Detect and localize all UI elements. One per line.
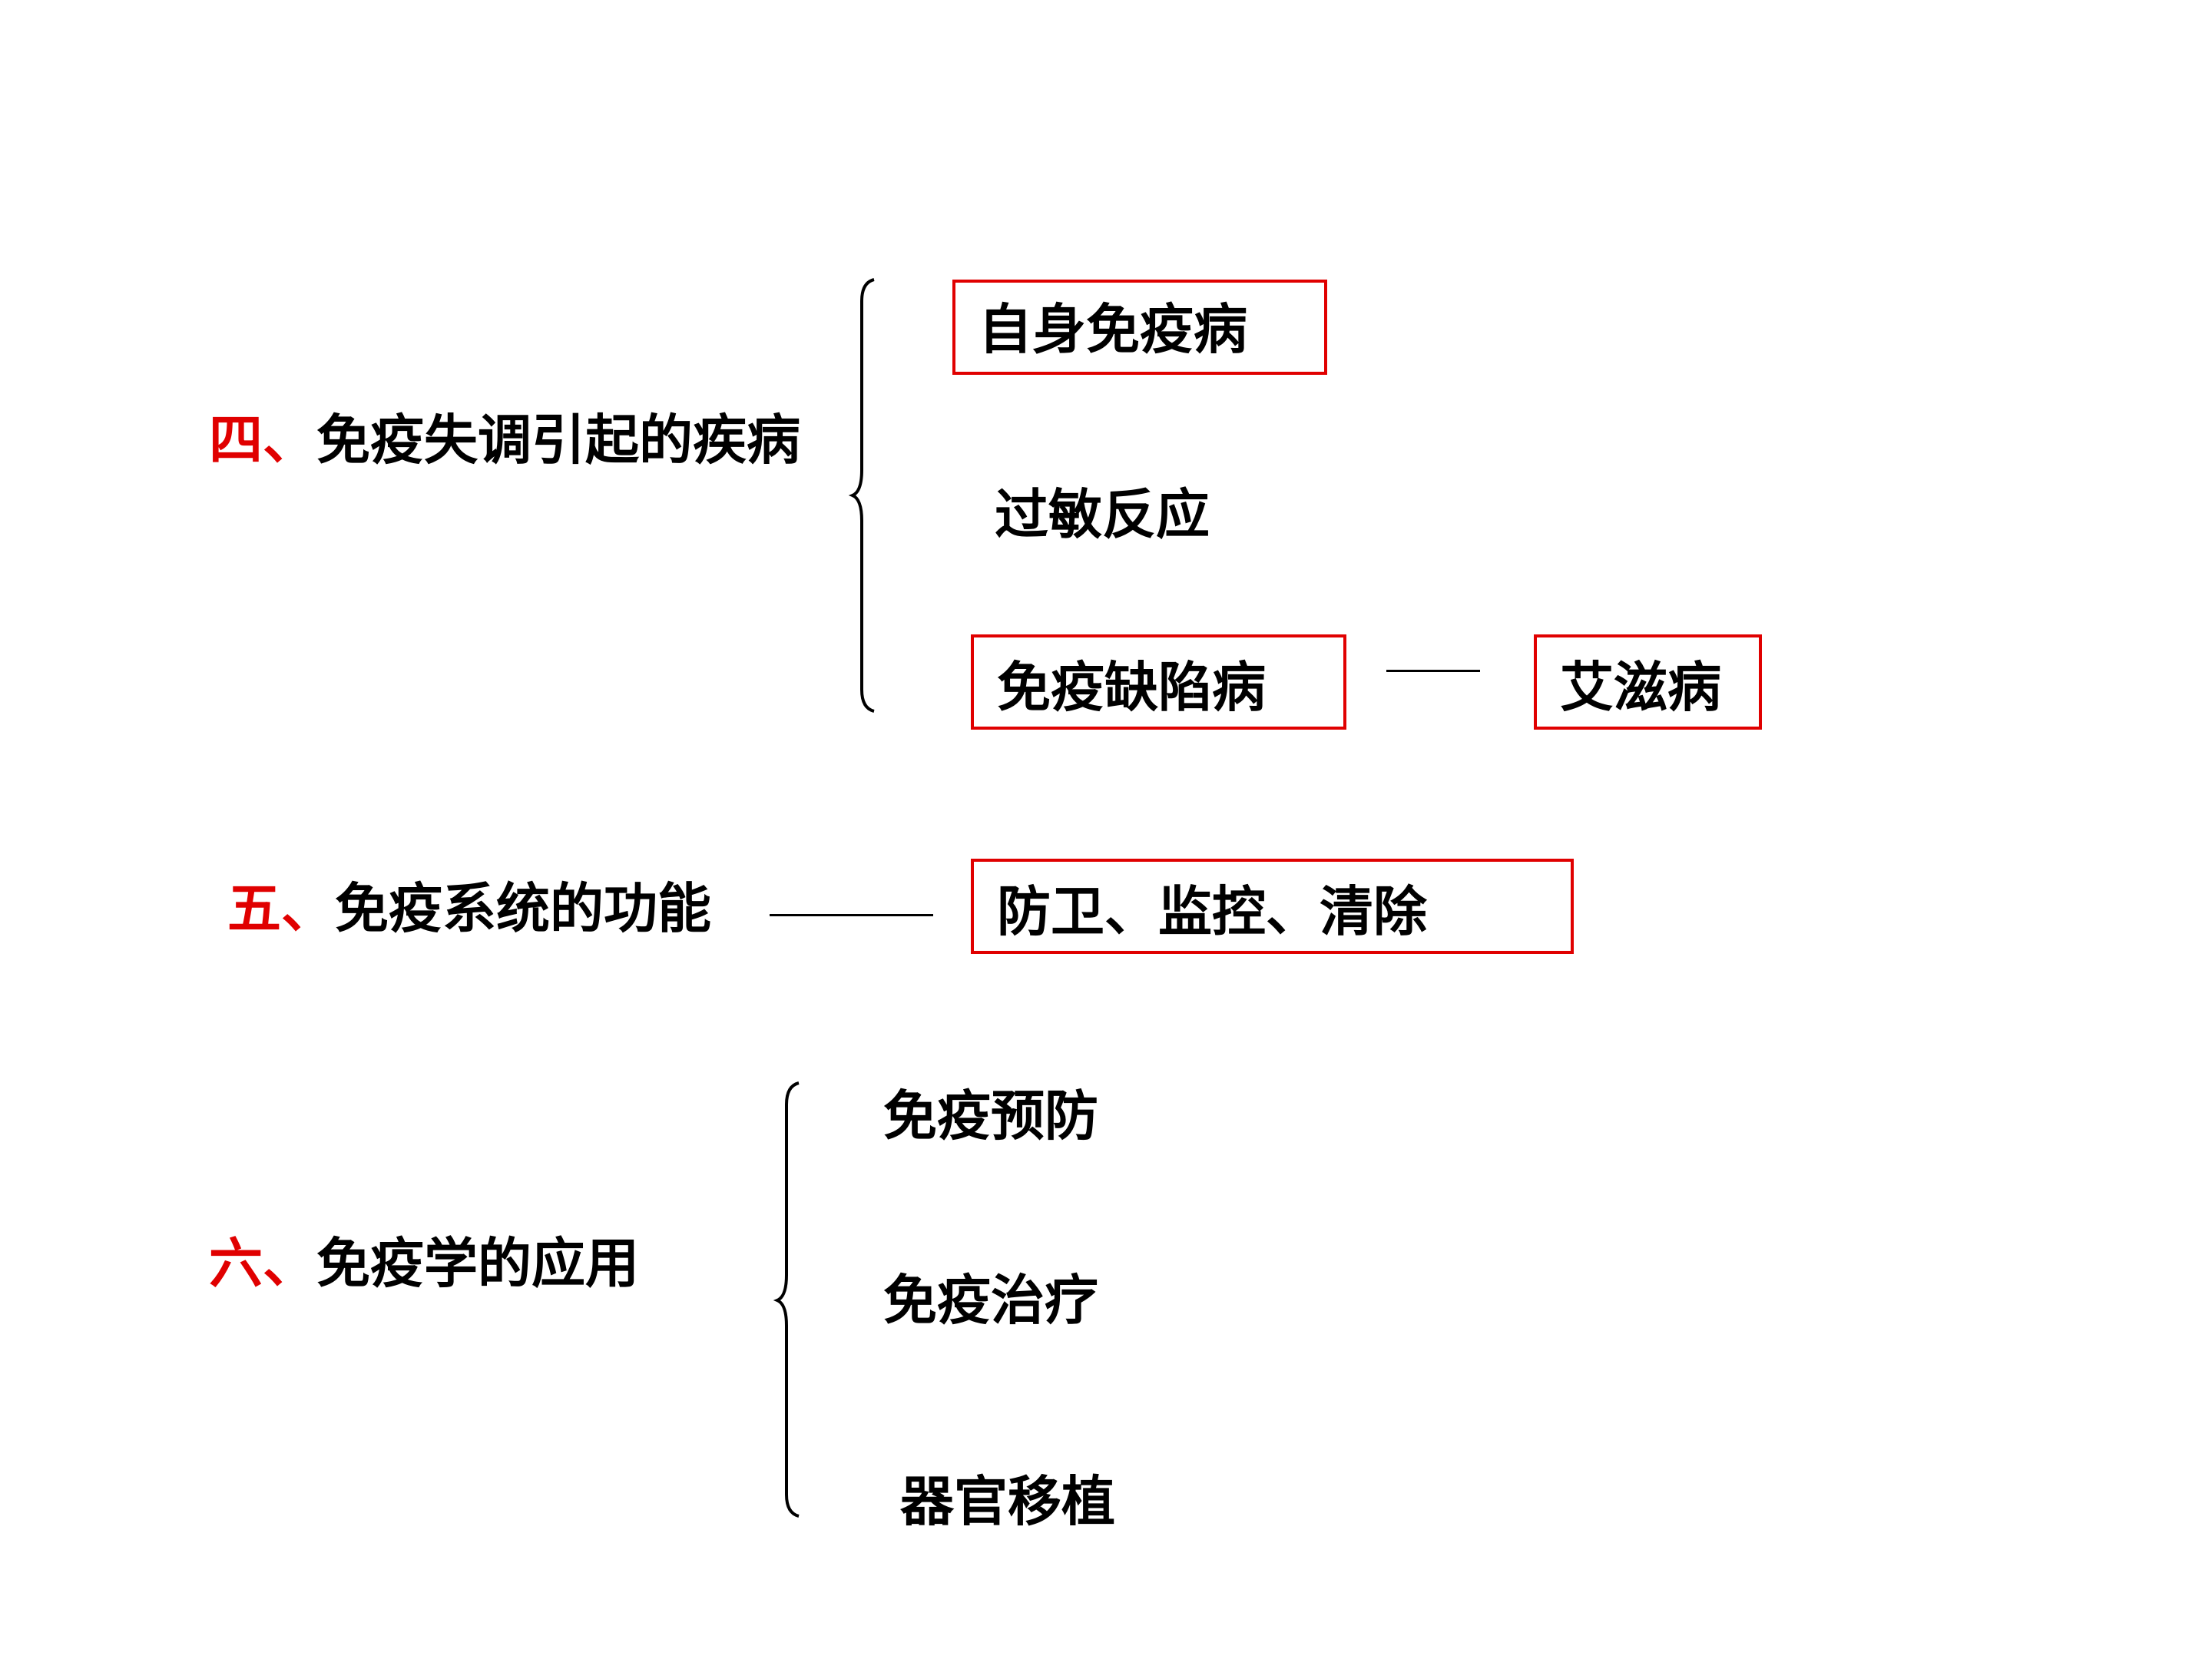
section6-title: 免疫学的应用 — [316, 1231, 639, 1295]
section4-heading: 四、免疫失调引起的疾病 — [209, 413, 800, 467]
section5-number: 五、 — [227, 876, 335, 940]
section6-heading: 六、免疫学的应用 — [209, 1237, 639, 1290]
aids-box: 艾滋病 — [1534, 634, 1762, 730]
transplant-label: 器官移植 — [900, 1469, 1115, 1533]
section5-title: 免疫系统的功能 — [335, 876, 711, 940]
section4-number: 四、 — [209, 408, 316, 472]
section6-number: 六、 — [209, 1231, 316, 1295]
section4-title: 免疫失调引起的疾病 — [316, 408, 800, 472]
section5-heading: 五、免疫系统的功能 — [227, 882, 711, 935]
autoimmune-label: 自身免疫病 — [979, 297, 1247, 361]
functions-box: 防卫、监控、清除 — [971, 859, 1574, 954]
connector-line-aids — [1386, 670, 1480, 672]
section4-brace — [848, 278, 875, 713]
allergy-label: 过敏反应 — [995, 482, 1210, 546]
therapy-label: 免疫治疗 — [883, 1268, 1098, 1332]
section6-brace — [773, 1081, 800, 1518]
connector-line-functions — [770, 914, 933, 916]
functions-label: 防卫、监控、清除 — [997, 879, 1427, 943]
immunodeficiency-box: 免疫缺陷病 — [971, 634, 1346, 730]
autoimmune-box: 自身免疫病 — [952, 280, 1327, 375]
immunodeficiency-label: 免疫缺陷病 — [997, 655, 1266, 719]
aids-label: 艾滋病 — [1560, 655, 1721, 719]
prevention-label: 免疫预防 — [883, 1084, 1098, 1147]
